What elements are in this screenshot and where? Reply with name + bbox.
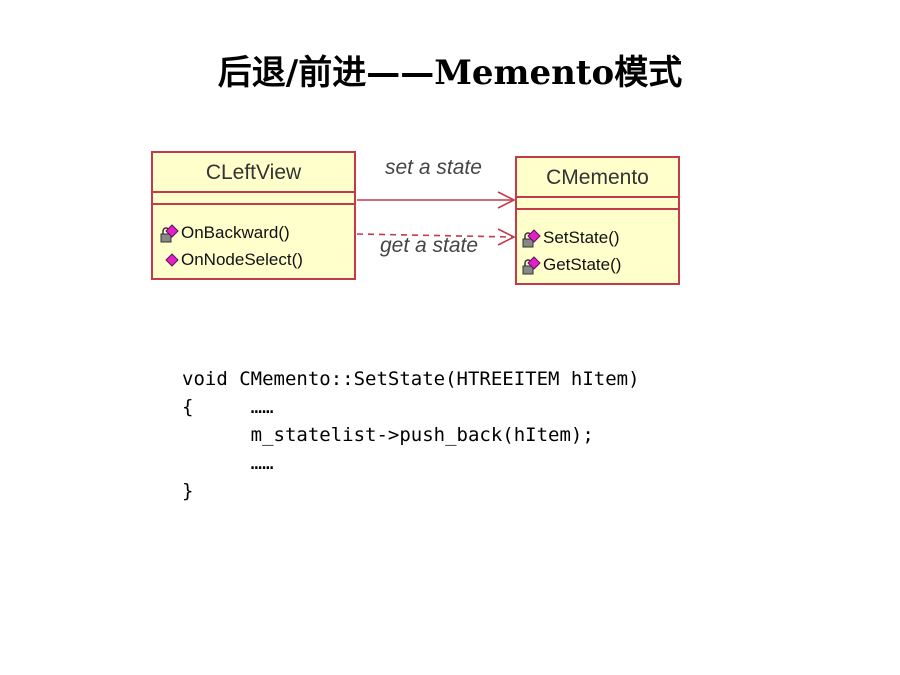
class-cleftview: CLeftView OnBackward() OnNodeSelect() [151,151,356,280]
operation-label: OnBackward() [181,223,290,242]
class-name: CMemento [517,158,678,198]
class-attributes-compartment [153,193,354,205]
slide-title: 后退/前进——Memento模式 [217,53,683,93]
get-state-line [356,233,514,238]
operation-label: SetState() [543,228,620,247]
code-line: void CMemento::SetState(HTREEITEM hItem) [182,368,640,390]
class-cmemento: CMemento SetState() GetState() [515,156,680,285]
operation-label: GetState() [543,255,622,274]
operation-label: OnNodeSelect() [181,250,303,269]
operation-setstate: SetState() [521,224,678,251]
code-line: } [182,480,194,502]
locked-method-icon [521,255,541,275]
operation-getstate: GetState() [521,251,678,278]
operation-onnodeselect: OnNodeSelect() [159,246,354,273]
set-state-arrowhead [497,191,516,209]
method-icon [159,250,179,270]
class-name: CLeftView [153,153,354,193]
get-state-arrowhead [497,228,516,246]
operation-onbackward: OnBackward() [159,219,354,246]
locked-method-icon [159,223,179,243]
class-operations-compartment: SetState() GetState() [517,210,678,278]
code-line: …… [182,452,274,474]
class-operations-compartment: OnBackward() OnNodeSelect() [153,205,354,273]
class-attributes-compartment [517,198,678,210]
code-line: m_statelist->push_back(hItem); [182,424,594,446]
code-block: void CMemento::SetState(HTREEITEM hItem)… [182,365,640,505]
locked-method-icon [521,228,541,248]
get-state-label: get a state [380,234,479,257]
code-line: { …… [182,396,274,418]
set-state-label: set a state [385,156,482,179]
